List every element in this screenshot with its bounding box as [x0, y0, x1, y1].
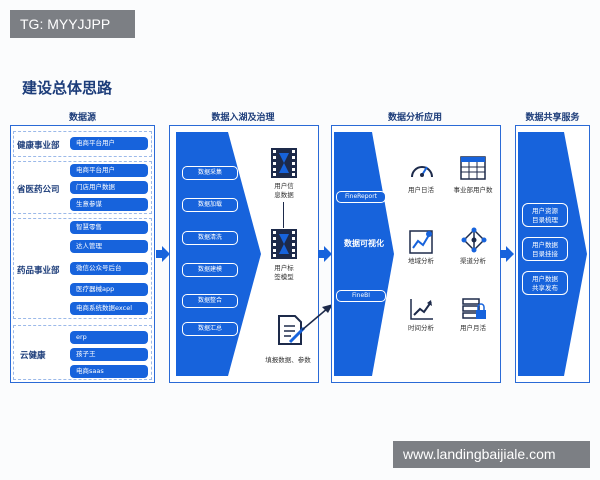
trend-chart-icon: [410, 299, 433, 320]
source-group-drug: [13, 218, 152, 319]
ingest-step: 数据整合: [182, 294, 238, 308]
source-group-label-health: 健康事业部: [17, 141, 60, 151]
share-item: 用户资源目录梳理: [522, 203, 568, 227]
source-item: 电商平台用户: [70, 137, 148, 150]
source-group-label-drug: 药品事业部: [17, 266, 60, 276]
source-item: 生意参谋: [70, 198, 148, 211]
analysis-item: 时间分析: [408, 324, 434, 332]
source-item: 电商平台用户: [70, 164, 148, 177]
source-group-cloud: [13, 325, 152, 380]
flow-arrow-icon: [318, 246, 332, 262]
analysis-item: 事业部用户数: [453, 186, 493, 194]
source-item: 达人管理: [70, 240, 148, 253]
section-title-ingest: 数据入湖及治理: [211, 113, 275, 123]
network-icon: [461, 227, 487, 253]
source-item: 智慧零售: [70, 221, 148, 234]
flow-arrow-icon: [500, 246, 514, 262]
user-info-data-icon: [271, 148, 297, 178]
section-title-analysis: 数据分析应用: [387, 113, 442, 123]
source-group-pharma-co: [13, 161, 152, 214]
watermark-bottom: www.landingbaijiale.com: [393, 441, 590, 468]
section-title-source: 数据源: [68, 113, 96, 123]
analysis-item: 用户日活: [408, 186, 434, 194]
server-lock-icon: [462, 298, 486, 319]
tool-finebi: FineBI: [336, 290, 386, 302]
source-group-label-cloud: 云健康: [20, 351, 46, 361]
source-group-health: [13, 131, 152, 157]
watermark-top: TG: MYYJJPP: [10, 10, 135, 38]
ingest-step: 数据采集: [182, 166, 238, 180]
ingest-step: 数据清洗: [182, 231, 238, 245]
ingest-step: 数据建模: [182, 263, 238, 277]
table-grid-icon: [460, 156, 486, 180]
map-chart-icon: [409, 230, 433, 254]
user-tag-model-label: 用户标签模型: [274, 264, 294, 281]
source-item: 医疗器械app: [70, 283, 148, 296]
analysis-item: 渠道分析: [460, 257, 486, 265]
visualization-label: 数据可视化: [344, 239, 384, 248]
fill-data-label: 填报数据、参数: [265, 356, 311, 364]
page-title: 建设总体思路: [22, 79, 113, 97]
gauge-icon: [411, 166, 433, 178]
ingest-chevron-shape: [176, 132, 261, 376]
share-item: 用户数据目录挂接: [522, 237, 568, 261]
ingest-step: 数据加载: [182, 198, 238, 212]
source-item: 微信公众号后台: [70, 262, 148, 275]
source-item: 电商系统数据excel: [70, 302, 148, 315]
source-group-label-pharma-co: 省医药公司: [17, 185, 60, 195]
user-tag-model-icon: [271, 229, 297, 259]
source-item: 电商saas: [70, 365, 148, 378]
source-item: 门店用户数据: [70, 181, 148, 194]
connector-line: [283, 202, 284, 228]
document-edit-icon: [278, 315, 306, 345]
source-item: 孩子王: [70, 348, 148, 361]
share-item: 用户数据共享发布: [522, 271, 568, 295]
doc-to-center-arrow-icon: [301, 304, 333, 331]
source-item: erp: [70, 331, 148, 344]
ingest-step: 数据汇总: [182, 322, 238, 336]
analysis-chevron-shape: [334, 132, 394, 376]
user-info-data-label: 用户信息数据: [274, 182, 294, 199]
analysis-item: 地域分析: [408, 257, 434, 265]
flow-arrow-icon: [156, 246, 170, 262]
tool-finereport: FineReport: [336, 191, 386, 203]
section-title-share: 数据共享服务: [525, 113, 580, 123]
analysis-item: 用户月活: [460, 324, 486, 332]
